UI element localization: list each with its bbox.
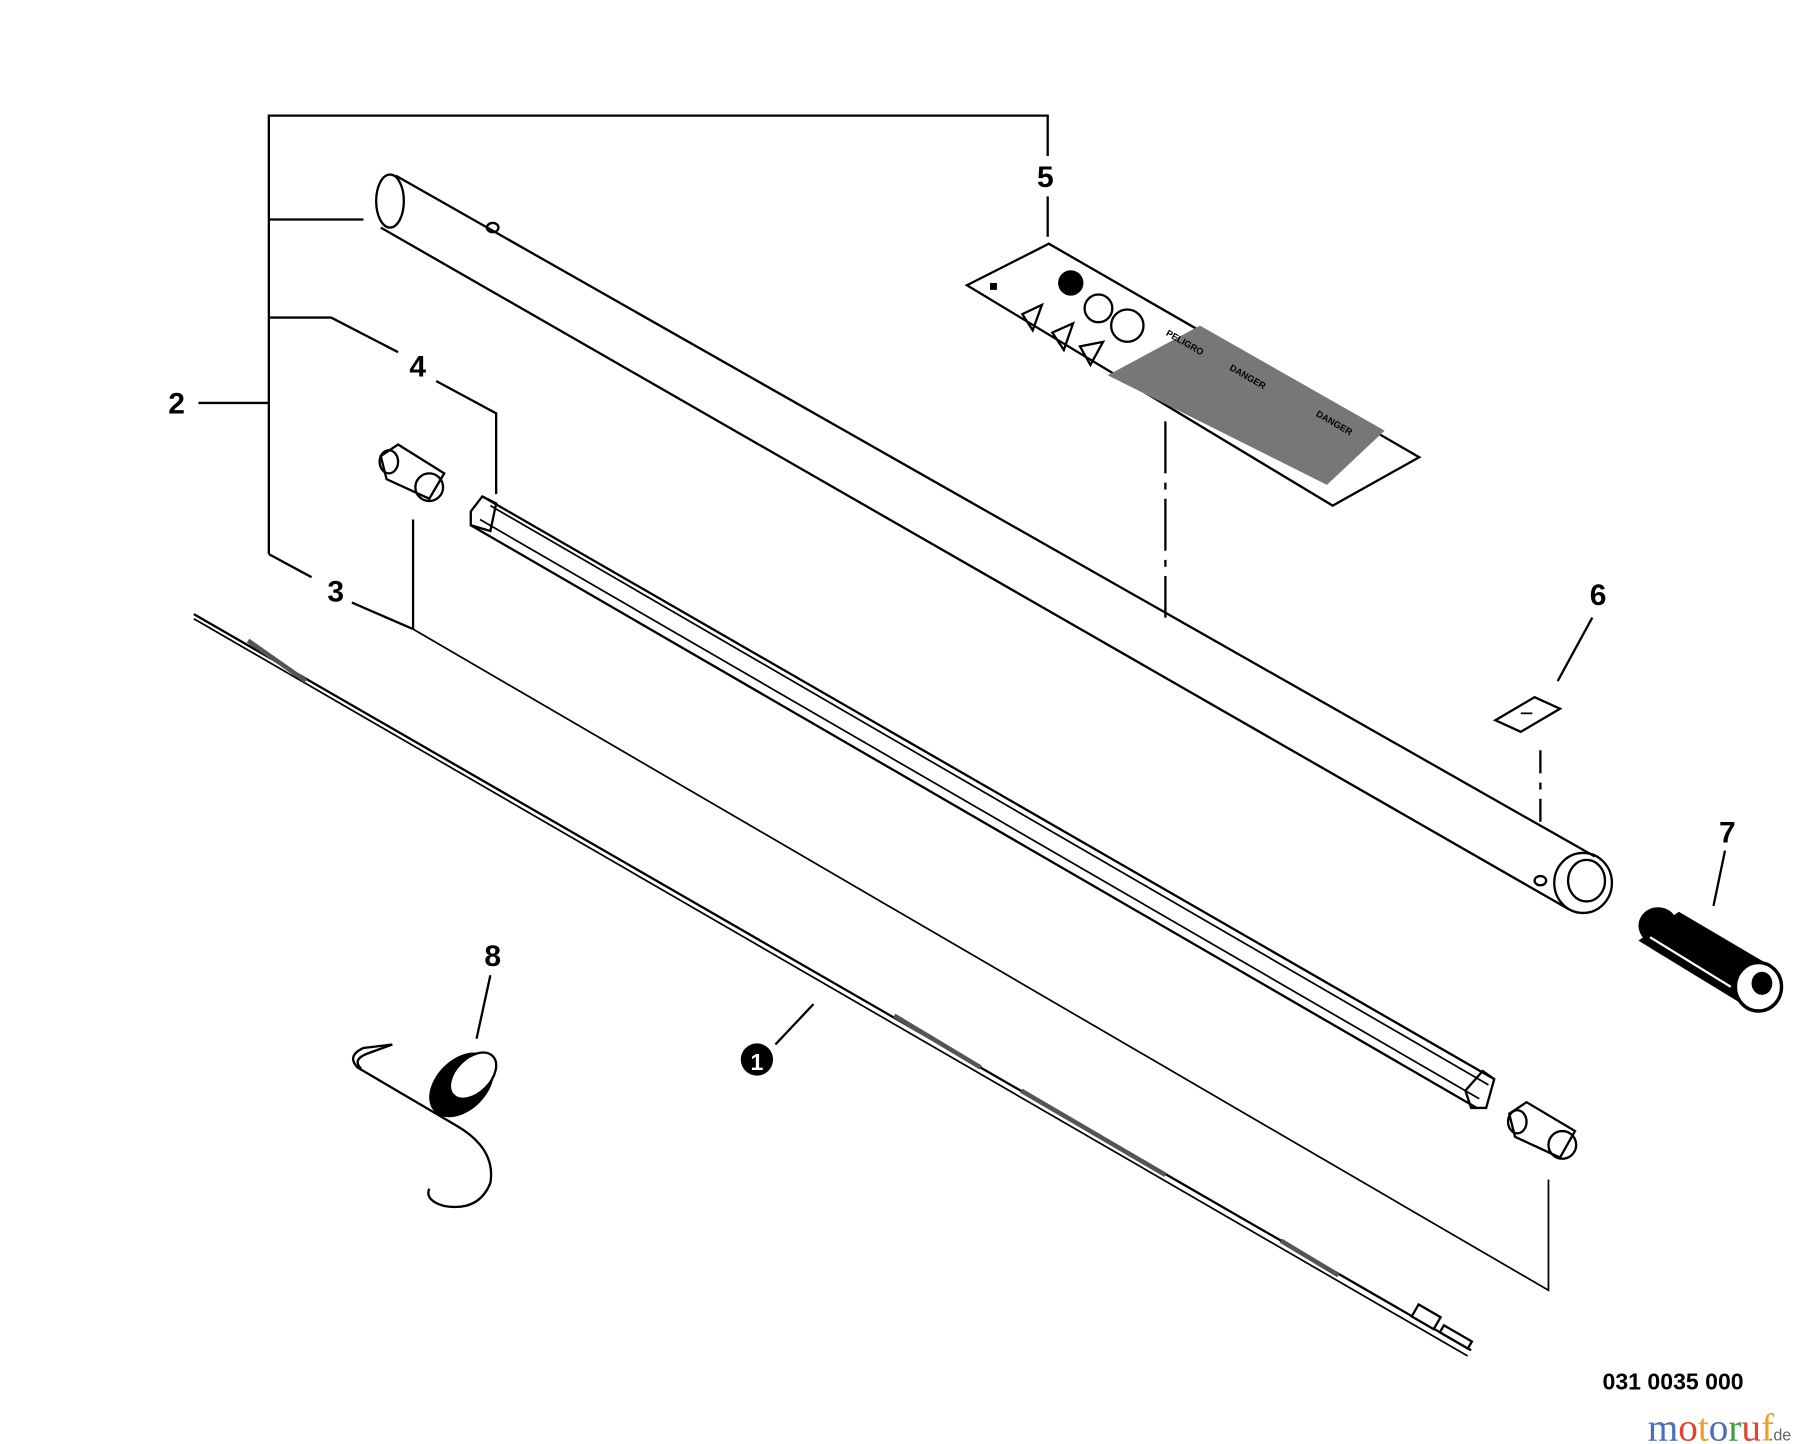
callout-5: 5 <box>1037 161 1054 194</box>
callout-1: 1 <box>751 1049 764 1075</box>
callout-7: 7 <box>1719 817 1736 850</box>
callout-6: 6 <box>1590 579 1607 612</box>
warning-sticker: PELIGRO DANGER DANGER <box>964 242 1422 507</box>
watermark-suffix: .de <box>1769 1426 1791 1444</box>
callout-8: 8 <box>484 940 501 973</box>
callout-3: 3 <box>327 575 344 608</box>
tube-hole <box>485 221 500 234</box>
grip-item-7 <box>1638 907 1784 1013</box>
drive-shaft-item-1 <box>193 613 1474 1357</box>
callout-2: 2 <box>168 387 185 420</box>
callout-4: 4 <box>409 350 426 383</box>
motoruf-watermark: motoruf .de <box>1648 1406 1792 1444</box>
tube-hole <box>1533 874 1548 887</box>
bushing-top <box>378 443 446 503</box>
bushing-bottom <box>1506 1100 1578 1160</box>
callout-1-badge <box>740 1043 774 1076</box>
bracket-lines <box>198 114 1550 1292</box>
liner-item-4 <box>469 494 1496 1110</box>
watermark-text: motoruf <box>1648 1406 1775 1444</box>
plate-item-6 <box>1492 695 1563 734</box>
shaft-tube <box>374 173 1614 915</box>
dashed-leader <box>1164 421 1542 826</box>
hook-item-8 <box>351 1043 498 1209</box>
part-number: 031 0035 000 <box>1603 1368 1744 1394</box>
